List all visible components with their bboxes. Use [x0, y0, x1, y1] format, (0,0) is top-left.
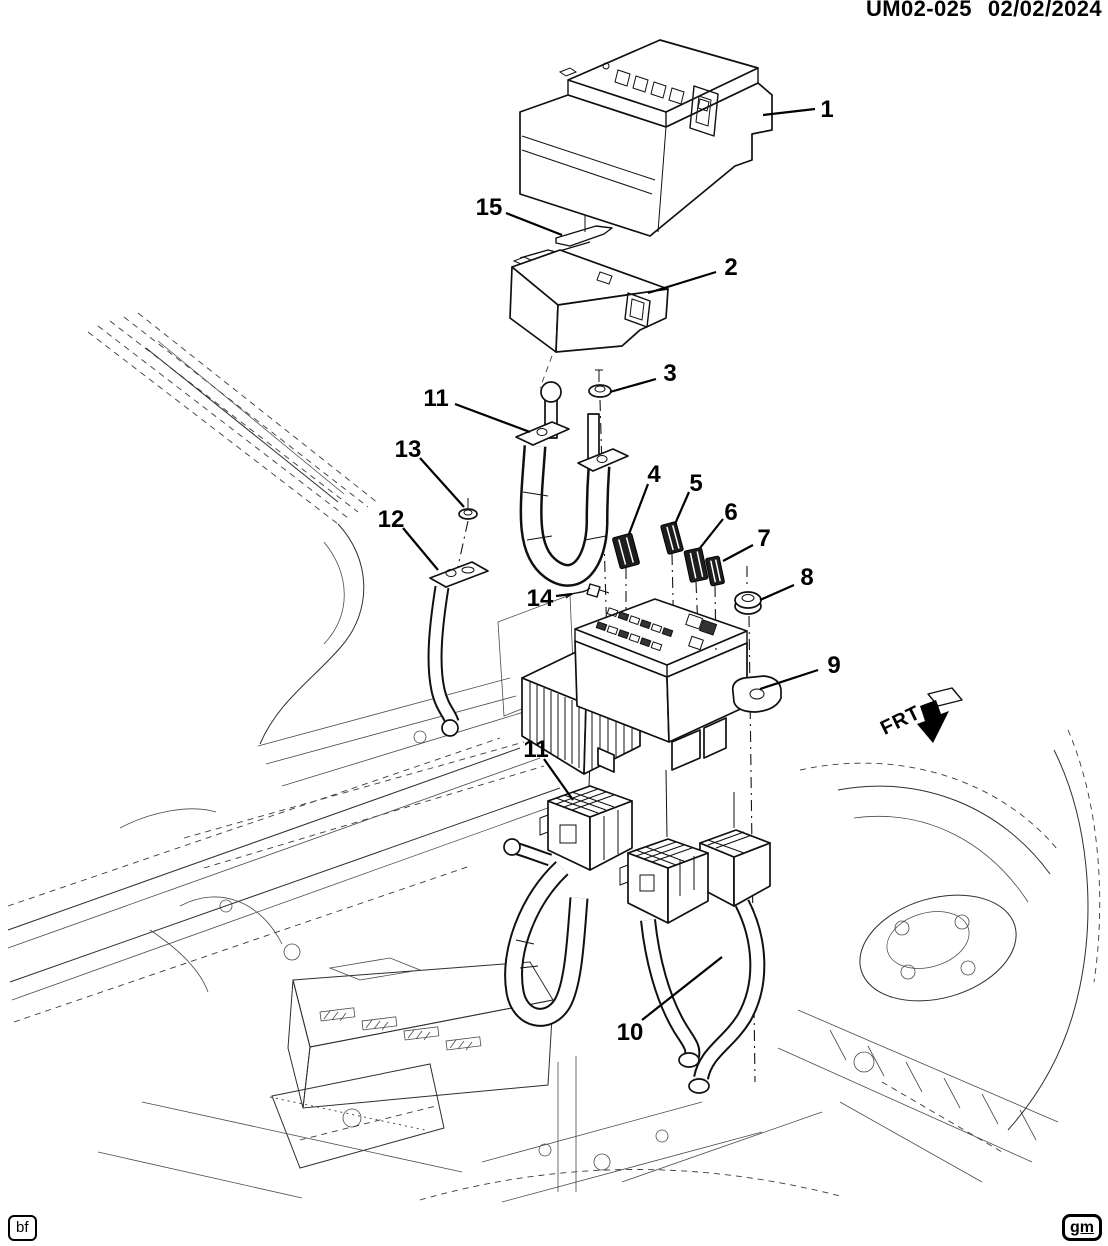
relay-cover-art: [509, 249, 669, 353]
frt-arrow-icon: [917, 700, 949, 743]
callout-7-leader: [722, 544, 754, 562]
clip-14-art: [565, 583, 610, 599]
nut-13-art: [458, 498, 478, 520]
callout-6-leader: [699, 518, 724, 549]
connector-11-lower-art: [503, 785, 633, 1027]
callout-14-leader: [555, 592, 573, 598]
gm-logo: gm: [1062, 1213, 1102, 1241]
bracket-12-art: [427, 561, 489, 737]
callout-4-leader: [627, 483, 650, 535]
callout-2: 2: [724, 254, 737, 281]
engine-bay-background-art: [7, 312, 1101, 1203]
callout-9-leader: [759, 668, 819, 691]
frt-direction-indicator: FRT: [877, 687, 963, 743]
footer-stamp-bf: bf: [8, 1215, 37, 1241]
callout-5: 5: [689, 470, 702, 497]
callout-5-leader: [673, 491, 691, 525]
fuse-4-art: [612, 532, 640, 570]
callout-4: 4: [647, 461, 661, 488]
callout-11-upper: 11: [423, 385, 448, 412]
callout-8-leader: [759, 583, 795, 602]
callout-1: 1: [820, 96, 833, 123]
connectors-10-art: [619, 829, 771, 1094]
callout-10-leader: [641, 956, 723, 1021]
callout-7: 7: [757, 525, 770, 552]
drawing-id: UM02-025: [865, 0, 972, 21]
callout-3-leader: [609, 377, 657, 394]
drawing-date: 02/02/2024: [987, 0, 1102, 21]
nut-3-art: [588, 369, 612, 398]
fuse-6-art: [683, 547, 709, 583]
callout-leaders: [402, 107, 819, 1021]
callout-9: 9: [827, 652, 840, 679]
callout-12-leader: [402, 527, 439, 571]
jumper-cable-11-art: [515, 381, 629, 587]
callout-6: 6: [724, 499, 737, 526]
drawing-number: UM02-025 02/02/2024: [866, 0, 1102, 22]
fuse-5-art: [660, 521, 684, 555]
callout-2-leader: [647, 270, 717, 295]
grommet-8-art: [734, 591, 762, 615]
callout-14: 14: [527, 585, 554, 612]
callout-1-leader: [762, 107, 816, 117]
callout-11-upper-leader: [454, 402, 531, 434]
callout-10: 10: [617, 1019, 644, 1046]
fuse-block-cover-art: [519, 39, 773, 237]
bracket-15-art: [519, 225, 613, 259]
callout-11-lower: 11: [523, 736, 548, 763]
fuse-block-art: [521, 598, 782, 775]
callout-13-leader: [419, 457, 465, 508]
callout-3: 3: [663, 360, 676, 387]
callout-15: 15: [476, 194, 503, 221]
callout-11-lower-leader: [543, 758, 574, 801]
fuse-7-art: [705, 555, 725, 587]
callout-8: 8: [800, 564, 813, 591]
callout-12: 12: [378, 506, 405, 533]
frt-label: FRT: [877, 702, 924, 740]
callout-numbers: 1 2 3 4 5 6 7 8 9 10 11 11 12 13 14 15: [378, 96, 841, 1046]
callout-15-leader: [505, 211, 563, 237]
callout-13: 13: [395, 436, 422, 463]
